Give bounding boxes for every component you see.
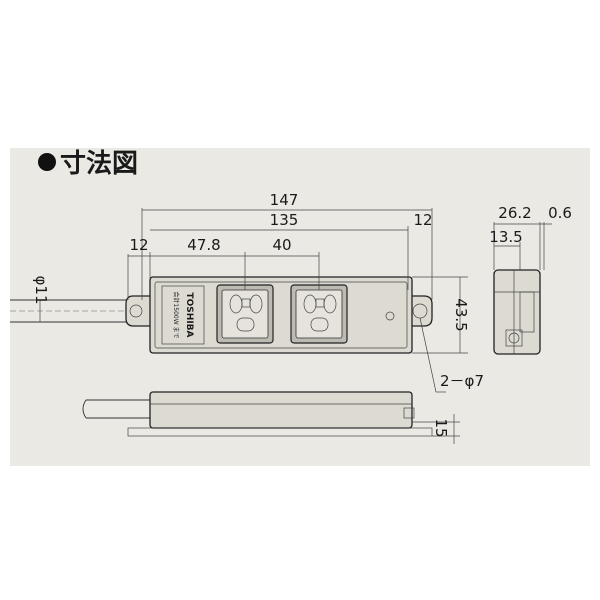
bullet-icon xyxy=(38,153,56,171)
dim-end-offset-left: 12 xyxy=(129,236,148,254)
rating-label: 合計1500W まで xyxy=(172,291,180,338)
end-screw-head xyxy=(505,329,523,347)
left-mount-hole xyxy=(129,304,143,318)
right-mount-ear xyxy=(412,295,433,327)
dim-end-depth: 13.5 xyxy=(489,228,522,246)
dim-end-offset-right: 12 xyxy=(413,211,432,229)
end-body xyxy=(493,269,541,355)
dim-end-width: 26.2 xyxy=(498,204,531,222)
drawing-title: 寸法図 xyxy=(60,149,138,179)
label-area xyxy=(161,285,205,345)
side-view: 15 xyxy=(82,391,460,444)
end-view: 26.2 0.6 13.5 xyxy=(489,204,572,355)
dim-body-width: 135 xyxy=(270,211,299,229)
top-view: TOSHIBA 合計1500W まで xyxy=(10,276,433,354)
dim-height: 43.5 xyxy=(452,298,470,331)
outlet-1 xyxy=(216,284,274,344)
side-body xyxy=(149,391,413,429)
dim-first-outlet-distance: 47.8 xyxy=(187,236,220,254)
dim-outlet-pitch: 40 xyxy=(272,236,291,254)
left-mount-ear xyxy=(125,295,150,327)
outlet-2 xyxy=(290,284,348,344)
dim-end-offset: 0.6 xyxy=(548,204,572,222)
dim-overall-width: 147 xyxy=(270,191,299,209)
dim-cord-diameter: φ11 xyxy=(32,276,50,305)
dim-side-height: 15 xyxy=(432,418,450,437)
strip-body-inner xyxy=(154,281,408,349)
end-screw-icon xyxy=(508,332,520,344)
brand-label: TOSHIBA xyxy=(184,293,194,338)
screw-icon xyxy=(385,311,395,321)
dim-mount-holes: 2－φ7 xyxy=(440,372,484,390)
top-dimensions: 147 135 12 12 47.8 40 43.5 φ11 2－φ7 xyxy=(32,191,484,393)
side-base-plate xyxy=(127,427,433,437)
